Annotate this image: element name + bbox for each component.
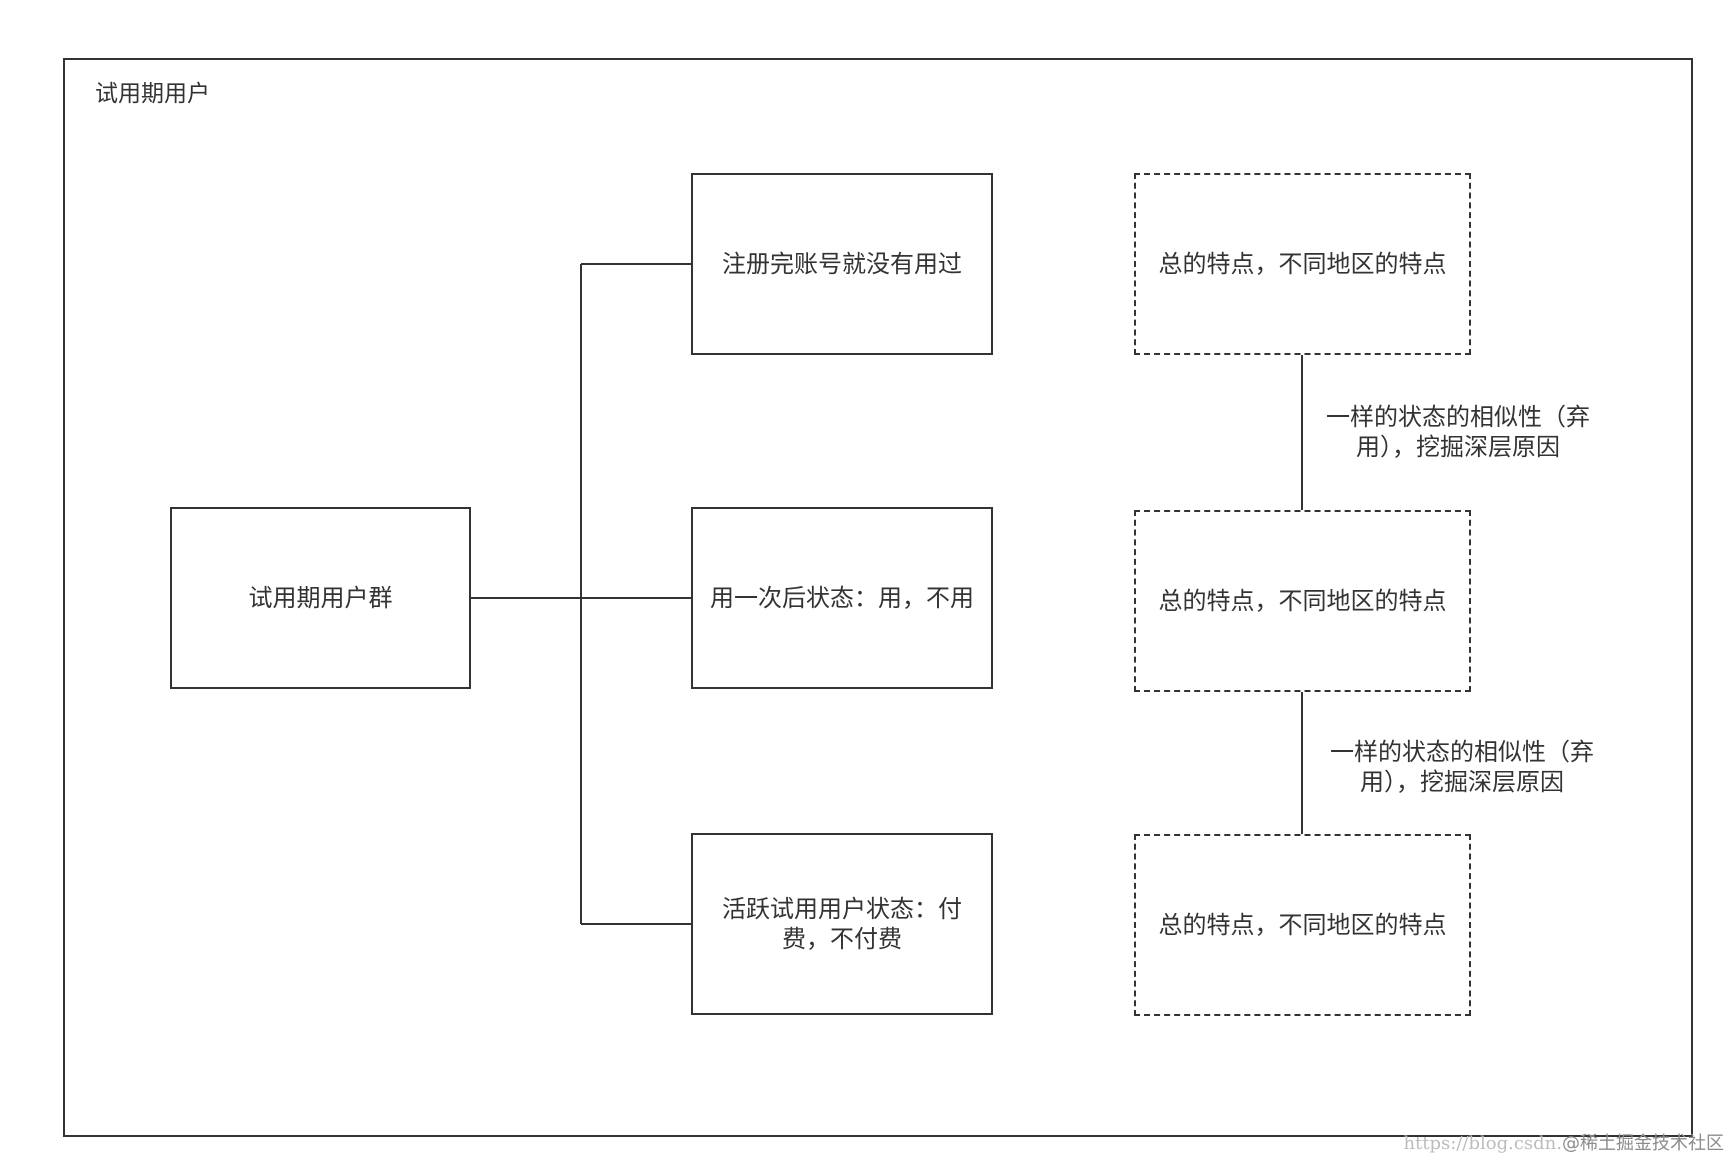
watermark-brand: @稀土掘金技术社区 bbox=[1562, 1133, 1724, 1154]
node-registered-unused-label: 注册完账号就没有用过 bbox=[722, 250, 962, 278]
edge-label-similarity-2: 一样的状态的相似性（弃用），挖掘深层原因 bbox=[1320, 737, 1604, 797]
edge-label-similarity-1: 一样的状态的相似性（弃用），挖掘深层原因 bbox=[1316, 402, 1600, 462]
node-used-once-label: 用一次后状态：用，不用 bbox=[710, 584, 974, 612]
node-registered-unused[interactable]: 注册完账号就没有用过 bbox=[691, 173, 993, 355]
outer-frame bbox=[63, 58, 1693, 1137]
watermark: https://blog.csdn.@稀土掘金技术社区 bbox=[1403, 1129, 1724, 1155]
watermark-url: https://blog.csdn. bbox=[1403, 1133, 1562, 1154]
node-traits-1[interactable]: 总的特点，不同地区的特点 bbox=[1134, 173, 1471, 355]
node-traits-3[interactable]: 总的特点，不同地区的特点 bbox=[1134, 834, 1471, 1016]
node-active-trial-label: 活跃试用用户状态：付费，不付费 bbox=[722, 895, 962, 953]
node-used-once[interactable]: 用一次后状态：用，不用 bbox=[691, 507, 993, 689]
frame-title: 试用期用户 bbox=[95, 81, 210, 107]
node-traits-2[interactable]: 总的特点，不同地区的特点 bbox=[1134, 510, 1471, 692]
node-traits-2-label: 总的特点，不同地区的特点 bbox=[1158, 587, 1447, 615]
node-traits-3-label: 总的特点，不同地区的特点 bbox=[1158, 911, 1447, 939]
node-traits-1-label: 总的特点，不同地区的特点 bbox=[1158, 250, 1447, 278]
node-active-trial[interactable]: 活跃试用用户状态：付费，不付费 bbox=[691, 833, 993, 1015]
node-root-trial-user-group[interactable]: 试用期用户群 bbox=[170, 507, 471, 689]
node-root-label: 试用期用户群 bbox=[248, 584, 393, 612]
